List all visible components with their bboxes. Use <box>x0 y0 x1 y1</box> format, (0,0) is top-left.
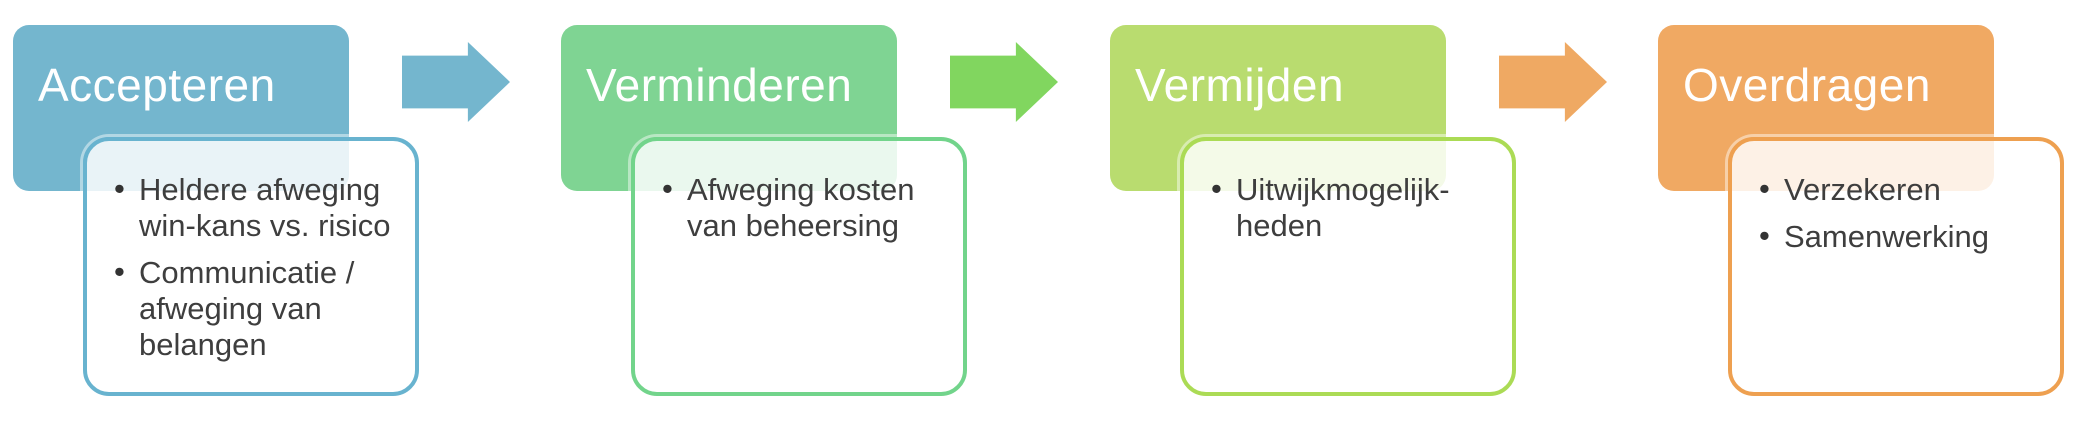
bullet-list: • Verzekeren • Samenwerking <box>1732 141 2060 255</box>
stage-header-overdragen: Overdragen <box>1658 25 1994 191</box>
bullet-line: van beheersing <box>687 208 899 243</box>
bullet-line: Samenwerking <box>1784 219 1990 254</box>
bullet-dot-icon: • <box>1759 218 1770 253</box>
bullet-dot-icon: • <box>114 171 125 206</box>
bullet-dot-icon: • <box>1211 171 1222 206</box>
arrow-right-icon <box>950 42 1058 122</box>
arrow-right-icon <box>1499 42 1607 122</box>
bullet-line: win-kans vs. risico <box>139 208 391 243</box>
bullet-line: afweging van <box>139 291 322 326</box>
bullet-dot-icon: • <box>662 171 673 206</box>
bullet-line: heden <box>1236 208 1323 243</box>
bullet-line: Communicatie / <box>139 255 355 290</box>
bullet-line: Uitwijkmogelijk- <box>1236 172 1450 207</box>
stage-title: Accepteren <box>38 59 276 111</box>
bullet-item: • Samenwerking <box>1759 218 2042 255</box>
bullet-item: • Uitwijkmogelijk-heden <box>1211 171 1494 244</box>
bullet-line: Verzekeren <box>1784 172 1941 207</box>
arrow-right-icon <box>402 42 510 122</box>
bullet-line: Heldere afweging <box>139 172 381 207</box>
stage-title: Verminderen <box>586 59 853 111</box>
bullet-dot-icon: • <box>1759 171 1770 206</box>
bullet-dot-icon: • <box>114 254 125 289</box>
stage-title: Overdragen <box>1683 59 1931 111</box>
bullet-line: belangen <box>139 327 267 362</box>
stage-title: Vermijden <box>1135 59 1345 111</box>
bullet-list: • Uitwijkmogelijk-heden <box>1184 141 1512 244</box>
bullet-item: • Verzekeren <box>1759 171 2042 208</box>
stage-content-vermijden: • Uitwijkmogelijk-heden <box>1180 137 1516 396</box>
bullet-line: Afweging kosten <box>687 172 915 207</box>
stage-content-overdragen: • Verzekeren • Samenwerking <box>1728 137 2064 396</box>
